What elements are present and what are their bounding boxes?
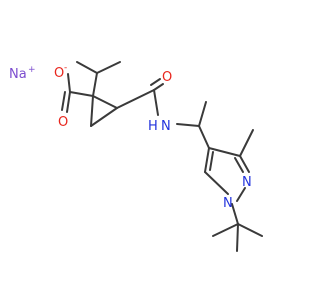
amide-hydrogen-label: H — [148, 119, 158, 134]
amide-nitrogen-label: N — [161, 119, 171, 134]
carboxylate-oxygen-charge: - — [64, 63, 67, 73]
amide-oxygen-label: O — [162, 70, 172, 85]
carboxylate-oxygen-double-label: O — [58, 115, 68, 130]
atom-labels: Na + O - O O N H N N — [9, 63, 252, 211]
carboxylate-oxygen-anion-label: O — [54, 66, 64, 81]
sodium-charge: + — [28, 65, 36, 75]
sodium-label: Na — [9, 67, 27, 82]
bond-lines — [61, 61, 263, 252]
pyrazole-n2-label: N — [242, 175, 252, 190]
molecule-structure: Na + O - O O N H N N — [9, 61, 263, 252]
pyrazole-n1-label: N — [223, 196, 233, 211]
